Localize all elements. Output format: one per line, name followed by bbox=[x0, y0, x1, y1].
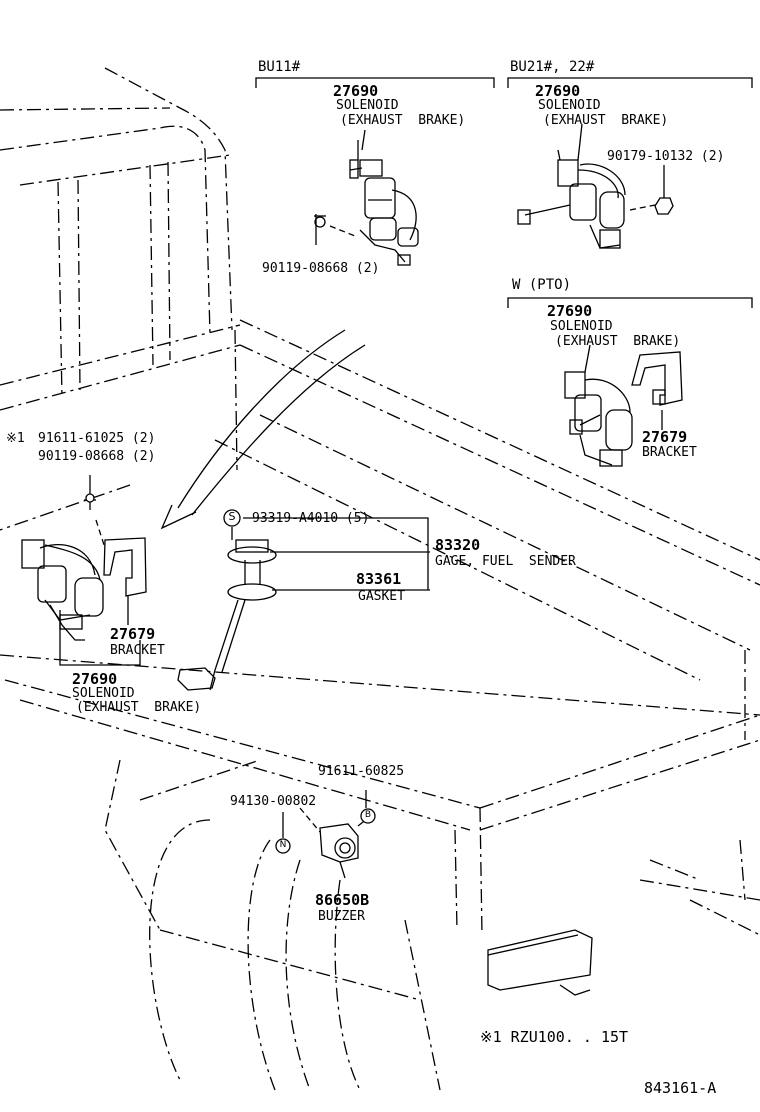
part-sub-solenoid-main: (EXHAUST BRAKE) bbox=[76, 700, 202, 715]
pointer-arrow bbox=[160, 329, 366, 530]
part-number-83320: 83320 bbox=[435, 536, 481, 554]
front-wheel bbox=[149, 819, 441, 1091]
group-label-wpto: W (PTO) bbox=[512, 277, 572, 293]
marker-n-circle bbox=[275, 838, 291, 854]
fastener-93319: 93319-A4010 (5) bbox=[252, 511, 370, 526]
part-name-bracket-pto: BRACKET bbox=[642, 445, 697, 460]
fastener-91611-main: 91611-61025 (2) bbox=[38, 431, 156, 446]
solenoid-pto-drawing bbox=[564, 351, 683, 467]
solenoid-bu11-drawing bbox=[314, 140, 419, 266]
part-name-solenoid-bu21: SOLENOID bbox=[538, 98, 601, 113]
group-brackets bbox=[255, 77, 753, 308]
part-number-27679-pto: 27679 bbox=[642, 428, 688, 446]
part-number-27690-main: 27690 bbox=[72, 670, 118, 688]
fastener-91611-buzzer: 91611-60825 bbox=[318, 764, 405, 779]
group-label-bu21: BU21#, 22# bbox=[510, 59, 595, 75]
part-number-27690-pto: 27690 bbox=[547, 302, 593, 320]
part-name-gasket: GASKET bbox=[358, 589, 405, 604]
solenoid-bu21-drawing bbox=[517, 149, 674, 249]
part-sub-solenoid-pto: (EXHAUST BRAKE) bbox=[555, 334, 681, 349]
part-name-fuel-sender: GAGE, FUEL SENDER bbox=[435, 554, 576, 569]
marker-s: S bbox=[228, 510, 236, 523]
buzzer-drawing bbox=[282, 790, 369, 879]
fastener-90179: 90179-10132 (2) bbox=[607, 149, 725, 164]
part-sub-solenoid-bu21: (EXHAUST BRAKE) bbox=[543, 113, 669, 128]
part-name-solenoid-pto: SOLENOID bbox=[550, 319, 613, 334]
part-name-bracket-main: BRACKET bbox=[110, 643, 165, 658]
part-name-buzzer: BUZZER bbox=[318, 909, 365, 924]
fastener-90119-main: 90119-08668 (2) bbox=[38, 449, 156, 464]
marker-s-circle bbox=[223, 509, 241, 527]
part-number-27690-bu21: 27690 bbox=[535, 82, 581, 100]
leader-lines bbox=[89, 123, 665, 496]
diagram-code: 843161-A bbox=[644, 1079, 717, 1097]
rear-lamp bbox=[487, 929, 593, 996]
part-number-27679-main: 27679 bbox=[110, 625, 156, 643]
fastener-94130: 94130-00802 bbox=[230, 794, 317, 809]
part-number-27690-bu11: 27690 bbox=[333, 82, 379, 100]
cab-guard-frame bbox=[0, 67, 760, 1001]
marker-n: N bbox=[279, 840, 287, 850]
group-label-bu11: BU11# bbox=[258, 59, 301, 75]
solenoid-main-drawing bbox=[21, 495, 147, 666]
fastener-90119-bu11: 90119-08668 (2) bbox=[262, 261, 380, 276]
part-number-83361: 83361 bbox=[356, 570, 402, 588]
part-name-solenoid-bu11: SOLENOID bbox=[336, 98, 399, 113]
marker-b: B bbox=[364, 810, 372, 820]
part-sub-solenoid-bu11: (EXHAUST BRAKE) bbox=[340, 113, 466, 128]
bolt-main-icon bbox=[85, 493, 95, 503]
model-note: ※1 RZU100. . 15T bbox=[480, 1028, 629, 1046]
part-number-86650b: 86650B bbox=[315, 891, 370, 909]
marker-b-circle bbox=[360, 808, 376, 824]
part-name-solenoid-main: SOLENOID bbox=[72, 686, 135, 701]
fuel-sender-drawing bbox=[177, 517, 430, 691]
asterisk-marker-main: ※1 bbox=[6, 431, 25, 446]
